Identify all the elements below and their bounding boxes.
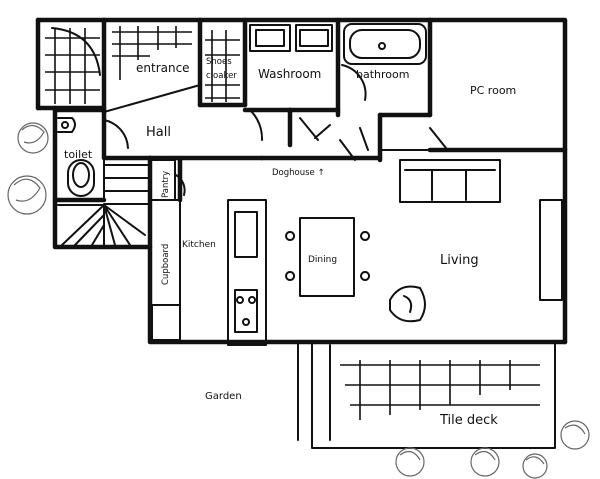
label-shoes: Shoes	[206, 57, 232, 67]
hall-doors	[103, 117, 447, 161]
label-washroom: Washroom	[258, 67, 321, 81]
label-doghouse: Doghouse ↑	[272, 168, 325, 178]
shrubs	[7, 122, 590, 479]
shrub-icon	[560, 420, 590, 450]
dining-set	[285, 217, 371, 297]
interior-walls	[35, 17, 568, 248]
label-dining: Dining	[308, 255, 337, 265]
label-living: Living	[440, 253, 479, 268]
label-garden: Garden	[205, 391, 242, 402]
label-pantry: Pantry	[161, 171, 171, 198]
label-cupboard: Cupboard	[161, 244, 171, 285]
label-hall: Hall	[146, 125, 171, 140]
shrub-icon	[7, 175, 47, 215]
label-cloaker: cloaker	[206, 71, 237, 81]
shrub-icon	[17, 122, 49, 154]
room-labels: entrance Shoes cloaker Washroom bathroom…	[64, 57, 516, 428]
label-bathroom: bathroom	[356, 68, 409, 81]
tile-deck-area	[297, 341, 556, 449]
label-tile-deck: Tile deck	[439, 413, 498, 428]
stairs	[57, 164, 151, 246]
shrub-icon	[395, 447, 425, 477]
entrance-tiles	[45, 26, 240, 104]
shrub-icon	[470, 447, 500, 477]
label-entrance: entrance	[136, 61, 190, 75]
toilet-fixtures	[57, 117, 95, 197]
label-toilet: toilet	[64, 148, 93, 161]
kitchen-fixtures	[149, 159, 267, 346]
label-kitchen: Kitchen	[182, 240, 216, 250]
label-pc-room: PC room	[470, 84, 516, 97]
washroom-fixtures	[249, 24, 333, 141]
bathtub	[341, 23, 427, 101]
living-furniture	[389, 159, 563, 323]
shrub-icon	[522, 453, 548, 479]
